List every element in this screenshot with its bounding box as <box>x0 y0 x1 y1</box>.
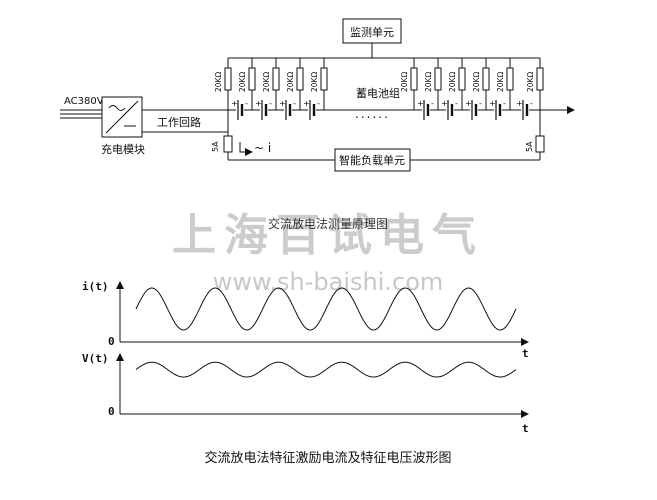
resistor <box>296 67 304 91</box>
resistor <box>536 67 544 91</box>
chart2-origin: 0 <box>108 405 115 418</box>
monitor-unit-box <box>342 18 402 44</box>
resistor <box>224 67 232 91</box>
cell-plus-sign: + <box>417 99 424 108</box>
resistor-label: 20KΩ <box>496 72 505 92</box>
resistor-label: 20KΩ <box>472 72 481 92</box>
current-symbol: ~ i <box>254 141 271 155</box>
cell-minus-sign: - <box>431 99 434 108</box>
resistor-label: 20KΩ <box>400 72 409 92</box>
cell-plus-sign: + <box>516 99 523 108</box>
resistor <box>320 67 328 91</box>
resistor <box>458 67 466 91</box>
ac-input-lines <box>60 109 102 119</box>
charger-module <box>101 96 143 138</box>
cell-plus-sign: + <box>465 99 472 108</box>
cell-plus-sign: + <box>255 99 262 108</box>
charger-label: 充电模块 <box>101 142 145 156</box>
circuit-sub-caption: 交流放电法测量原理图 <box>268 216 388 231</box>
cell-minus-sign: - <box>455 99 458 108</box>
cell-plus-sign: + <box>489 99 496 108</box>
chart1-x-label: t <box>522 347 529 360</box>
chart1-y-label: i(t) <box>82 280 109 293</box>
monitor-unit-label: 监测单元 <box>350 26 394 39</box>
current-arrow <box>239 142 253 156</box>
resistor-label: 20KΩ <box>448 72 457 92</box>
resistor-label: 20KΩ <box>424 72 433 92</box>
smart-load-label: 智能负载单元 <box>339 153 405 167</box>
current-waveform-line <box>135 287 517 331</box>
fuse-left-label: 5A <box>211 141 220 152</box>
cell-minus-sign: - <box>245 99 248 108</box>
working-loop-label: 工作回路 <box>157 116 201 129</box>
cell-minus-sign: - <box>503 99 506 108</box>
resistor-label: 20KΩ <box>286 72 295 92</box>
resistor <box>506 67 514 91</box>
cell-minus-sign: - <box>479 99 482 108</box>
battery-cells: 20KΩ 20KΩ 20KΩ 20KΩ 20KΩ 20KΩ 20KΩ 20KΩ 20KΩ 20KΩ… <box>214 58 544 120</box>
cell-plus-sign: + <box>279 99 286 108</box>
voltage-waveform-chart: V(t) 0 t <box>82 352 529 435</box>
cell-minus-sign: - <box>269 99 272 108</box>
smart-load-box <box>334 148 411 172</box>
resistor-label: 20KΩ <box>262 72 271 92</box>
resistor-label: 20KΩ <box>238 72 247 92</box>
fuse-right <box>535 135 545 153</box>
current-waveform-chart: i(t) 0 t <box>82 280 529 360</box>
cell-plus-sign: + <box>441 99 448 108</box>
ac-input-label: AC380V <box>64 96 104 107</box>
chart2-y-label: V(t) <box>82 352 109 365</box>
battery-pack-label: 蓄电池组 <box>356 86 400 100</box>
watermark-url: www.sh-baishi.com <box>213 268 444 296</box>
resistor <box>434 67 442 91</box>
cell-minus-sign: - <box>317 99 320 108</box>
resistor <box>272 67 280 91</box>
cell-plus-sign: + <box>303 99 310 108</box>
figure-caption: 交流放电法特征激励电流及特征电压波形图 <box>204 450 451 466</box>
chart2-x-label: t <box>522 422 529 435</box>
resistor-label: 20KΩ <box>310 72 319 92</box>
resistor <box>482 67 490 91</box>
cell-minus-sign: - <box>293 99 296 108</box>
chart1-origin: 0 <box>108 335 115 348</box>
battery-ellipsis: ...... <box>355 107 390 121</box>
resistor-label: 20KΩ <box>526 72 535 92</box>
voltage-waveform-line <box>135 361 517 378</box>
cell-plus-sign: + <box>231 99 238 108</box>
resistor <box>410 67 418 91</box>
watermark-company: 上海百试电气 <box>172 210 484 261</box>
resistor-label: 20KΩ <box>214 72 223 92</box>
cell-minus-sign: - <box>530 99 533 108</box>
fuse-right-label: 5A <box>525 141 534 152</box>
resistor <box>248 67 256 91</box>
fuse-left <box>223 135 233 153</box>
